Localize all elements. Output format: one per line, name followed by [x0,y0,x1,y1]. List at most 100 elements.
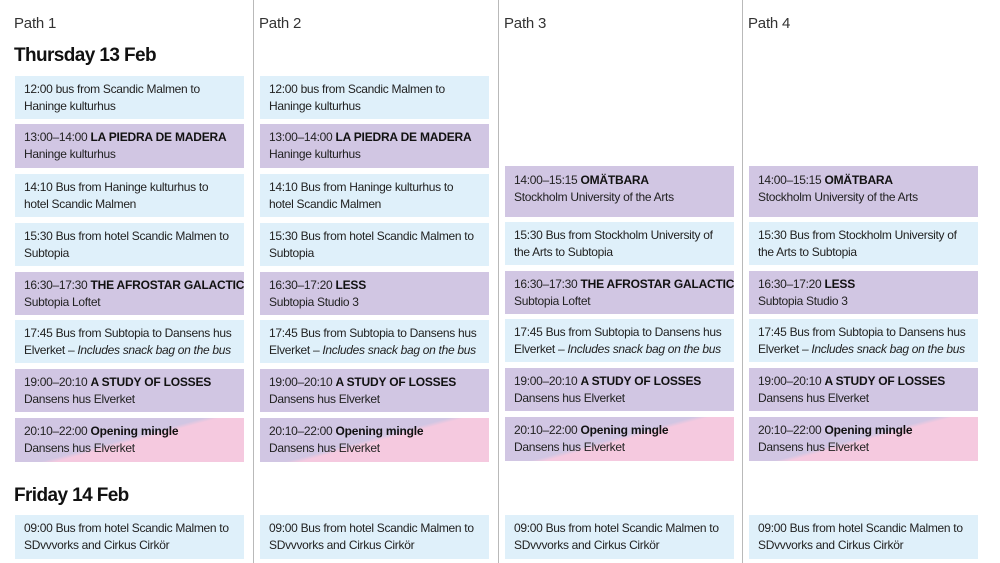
bus-text: 12:00 bus from Scandic Malmen to Haninge… [24,82,200,113]
bus-text: 12:00 bus from Scandic Malmen to Haninge… [269,82,445,113]
schedule-item-bus: 15:30 Bus from hotel Scandic Malmen to S… [15,223,244,266]
performance-time: 16:30–17:20 [269,278,336,292]
schedule-item-bus: 17:45 Bus from Subtopia to Dansens hus E… [749,319,978,362]
performance-time: 13:00–14:00 [24,130,91,144]
performance-venue: Stockholm University of the Arts [514,189,674,204]
performance-title: OMÄTBARA [824,173,893,187]
performance-time: 16:30–17:20 [758,277,825,291]
performance-time: 19:00–20:10 [269,375,336,389]
performance-time: 16:30–17:30 [24,278,91,292]
schedule-item-bus: 12:00 bus from Scandic Malmen to Haninge… [15,76,244,119]
bus-note: Includes snack bag on the bus [322,342,476,357]
bus-text: 09:00 Bus from hotel Scandic Malmen to S… [514,521,719,552]
schedule-item-performance: 14:00–15:15 OMÄTBARA Stockholm Universit… [749,166,978,217]
performance-venue: Stockholm University of the Arts [758,189,918,204]
path-3-title: Path 3 [504,15,547,32]
bus-note: Includes snack bag on the bus [567,341,721,356]
schedule-item-mingle: 20:10–22:00 Opening mingle Dansens hus E… [260,418,489,462]
performance-title: THE AFROSTAR GALACTICA [90,278,244,292]
schedule-item-performance: 19:00–20:10 A STUDY OF LOSSES Dansens hu… [260,369,489,412]
performance-venue: Haninge kulturhus [269,146,361,161]
mingle-venue: Dansens hus Elverket [24,440,135,455]
performance-title: THE AFROSTAR GALACTICA [580,277,734,291]
schedule-item-performance: 19:00–20:10 A STUDY OF LOSSES Dansens hu… [15,369,244,412]
performance-venue: Dansens hus Elverket [24,391,135,406]
bus-text: 17:45 Bus from Subtopia to Dansens hus E… [758,325,966,356]
performance-venue: Dansens hus Elverket [269,391,380,406]
schedule-item-performance: 16:30–17:20 LESS Subtopia Studio 3 [749,271,978,314]
schedule-item-mingle: 20:10–22:00 Opening mingle Dansens hus E… [749,417,978,461]
performance-title: A STUDY OF LOSSES [580,374,702,388]
day-title-friday: Friday 14 Feb [14,485,129,506]
schedule-item-bus: 17:45 Bus from Subtopia to Dansens hus E… [15,320,244,363]
bus-text: 14:10 Bus from Haninge kulturhus to hote… [269,180,454,211]
performance-time: 14:00–15:15 [514,173,581,187]
mingle-title: Opening mingle [824,423,913,437]
mingle-title: Opening mingle [580,423,669,437]
performance-time: 14:00–15:15 [758,173,825,187]
mingle-time: 20:10–22:00 [758,423,825,437]
mingle-venue: Dansens hus Elverket [269,440,380,455]
performance-time: 13:00–14:00 [269,130,336,144]
schedule-item-performance: 16:30–17:20 LESS Subtopia Studio 3 [260,272,489,315]
schedule-item-mingle: 20:10–22:00 Opening mingle Dansens hus E… [505,417,734,461]
mingle-time: 20:10–22:00 [269,424,336,438]
bus-text: 15:30 Bus from Stockholm University of t… [514,228,713,259]
mingle-venue: Dansens hus Elverket [514,439,625,454]
schedule-item-bus: 12:00 bus from Scandic Malmen to Haninge… [260,76,489,119]
performance-venue: Dansens hus Elverket [514,390,625,405]
schedule-item-bus: 09:00 Bus from hotel Scandic Malmen to S… [260,515,489,559]
performance-time: 19:00–20:10 [514,374,581,388]
schedule-item-bus: 15:30 Bus from Stockholm University of t… [505,222,734,265]
performance-time: 16:30–17:30 [514,277,581,291]
path-1-column: Path 1 Thursday 13 Feb 12:00 bus from Sc… [0,0,253,563]
schedule-item-performance: 13:00–14:00 LA PIEDRA DE MADERA Haninge … [15,124,244,168]
schedule-item-mingle: 20:10–22:00 Opening mingle Dansens hus E… [15,418,244,462]
path-1-title: Path 1 [14,15,57,32]
bus-text: 14:10 Bus from Haninge kulturhus to hote… [24,180,209,211]
mingle-venue: Dansens hus Elverket [758,439,869,454]
performance-time: 19:00–20:10 [758,374,825,388]
schedule-item-bus: 17:45 Bus from Subtopia to Dansens hus E… [260,320,489,363]
schedule-item-performance: 19:00–20:10 A STUDY OF LOSSES Dansens hu… [749,368,978,411]
bus-text: 17:45 Bus from Subtopia to Dansens hus E… [269,326,477,357]
performance-venue: Subtopia Loftet [24,294,101,309]
schedule-item-performance: 14:00–15:15 OMÄTBARA Stockholm Universit… [505,166,734,217]
performance-venue: Subtopia Loftet [514,293,591,308]
path-4-column: Path 4 14:00–15:15 OMÄTBARA Stockholm Un… [742,0,1000,563]
bus-text: 15:30 Bus from hotel Scandic Malmen to S… [24,229,229,260]
path-3-column: Path 3 14:00–15:15 OMÄTBARA Stockholm Un… [498,0,743,563]
schedule-item-performance: 16:30–17:30 THE AFROSTAR GALACTICA Subto… [15,272,244,315]
schedule-item-bus: 14:10 Bus from Haninge kulturhus to hote… [15,174,244,217]
performance-venue: Dansens hus Elverket [758,390,869,405]
schedule-item-bus: 15:30 Bus from hotel Scandic Malmen to S… [260,223,489,266]
performance-title: A STUDY OF LOSSES [90,375,212,389]
schedule-item-bus: 14:10 Bus from Haninge kulturhus to hote… [260,174,489,217]
performance-title: LESS [824,277,856,291]
performance-title: LA PIEDRA DE MADERA [90,130,227,144]
performance-venue: Haninge kulturhus [24,146,116,161]
mingle-title: Opening mingle [90,424,179,438]
performance-title: LESS [335,278,367,292]
schedule-item-bus: 09:00 Bus from hotel Scandic Malmen to S… [505,515,734,559]
bus-note: Includes snack bag on the bus [77,342,231,357]
schedule-item-bus: 17:45 Bus from Subtopia to Dansens hus E… [505,319,734,362]
schedule-item-bus: 09:00 Bus from hotel Scandic Malmen to S… [15,515,244,559]
path-2-title: Path 2 [259,15,302,32]
path-2-column: Path 2 12:00 bus from Scandic Malmen to … [253,0,499,563]
schedule-item-bus: 09:00 Bus from hotel Scandic Malmen to S… [749,515,978,559]
path-4-title: Path 4 [748,15,791,32]
performance-title: LA PIEDRA DE MADERA [335,130,472,144]
bus-text: 17:45 Bus from Subtopia to Dansens hus E… [24,326,232,357]
bus-text: 09:00 Bus from hotel Scandic Malmen to S… [758,521,963,552]
performance-title: A STUDY OF LOSSES [335,375,457,389]
bus-text: 17:45 Bus from Subtopia to Dansens hus E… [514,325,722,356]
schedule-item-performance: 13:00–14:00 LA PIEDRA DE MADERA Haninge … [260,124,489,168]
bus-note: Includes snack bag on the bus [811,341,965,356]
bus-text: 09:00 Bus from hotel Scandic Malmen to S… [269,521,474,552]
schedule-item-performance: 16:30–17:30 THE AFROSTAR GALACTICA Subto… [505,271,734,314]
performance-venue: Subtopia Studio 3 [269,294,359,309]
mingle-time: 20:10–22:00 [24,424,91,438]
schedule-item-performance: 19:00–20:10 A STUDY OF LOSSES Dansens hu… [505,368,734,411]
performance-venue: Subtopia Studio 3 [758,293,848,308]
